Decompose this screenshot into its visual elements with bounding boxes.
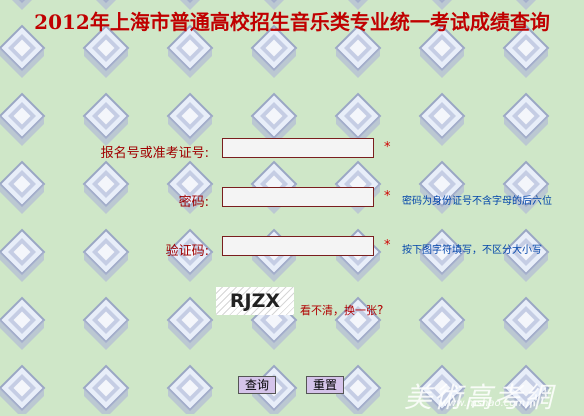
password-hint: 密码为身份证号不含字母的后六位 bbox=[402, 196, 552, 207]
password-row: 密码: * 密码为身份证号不含字母的后六位 bbox=[0, 187, 584, 211]
page-title: 2012年上海市普通高校招生音乐类专业统一考试成绩查询 bbox=[34, 10, 550, 34]
captcha-row: 验证码: * 按下图字符填写，不区分大小写 bbox=[0, 236, 584, 260]
refresh-captcha-suffix: ? bbox=[377, 303, 384, 317]
refresh-captcha-link[interactable]: 看不清，换一张? bbox=[300, 302, 383, 318]
required-mark: * bbox=[384, 189, 391, 204]
captcha-input[interactable] bbox=[222, 236, 374, 256]
exam-id-label: 报名号或准考证号: bbox=[100, 146, 209, 161]
watermark-url: www.mshao.com bbox=[440, 398, 526, 409]
exam-id-row: 报名号或准考证号: * bbox=[0, 138, 584, 162]
password-input[interactable] bbox=[222, 187, 374, 207]
query-button[interactable]: 查询 bbox=[238, 376, 276, 394]
captcha-label: 验证码: bbox=[165, 244, 209, 259]
exam-id-input[interactable] bbox=[222, 138, 374, 158]
watermark-text: 美術高考網 bbox=[404, 381, 555, 414]
refresh-captcha-text: 看不清，换一张 bbox=[300, 304, 377, 317]
required-mark: * bbox=[384, 238, 391, 253]
reset-button[interactable]: 重置 bbox=[306, 376, 344, 394]
required-mark: * bbox=[384, 140, 391, 155]
captcha-image: RJZX bbox=[216, 287, 294, 315]
captcha-hint: 按下图字符填写，不区分大小写 bbox=[402, 245, 542, 256]
password-label: 密码: bbox=[178, 195, 209, 210]
